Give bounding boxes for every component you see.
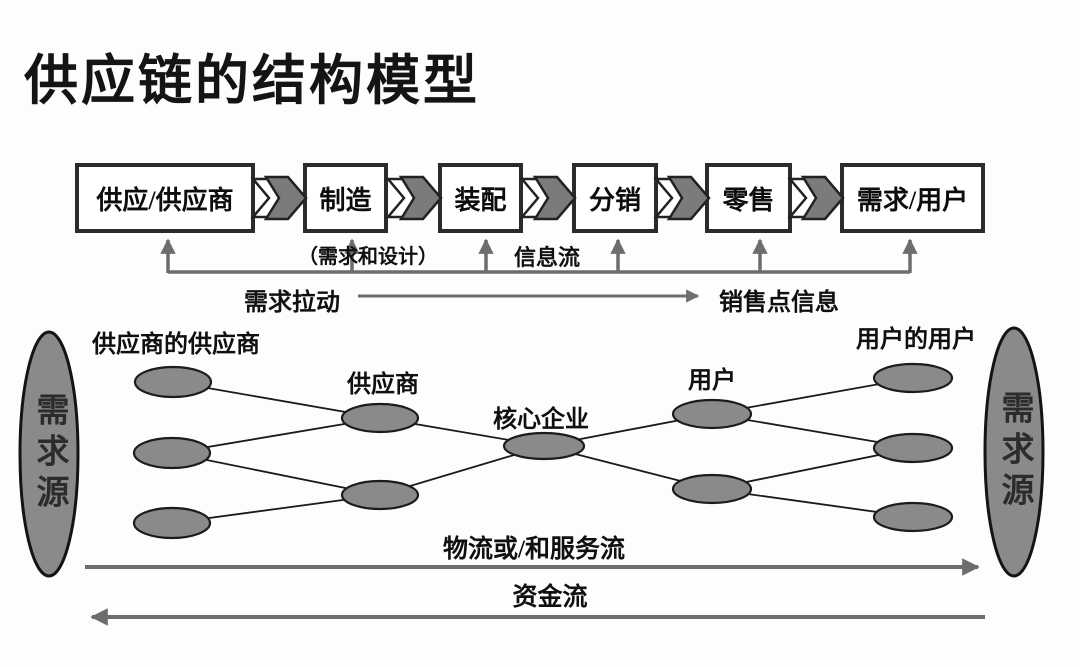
user-tier2-node-3 <box>872 501 954 533</box>
user-tier2-node-1 <box>872 362 954 394</box>
stage-box-distribution: 分销 <box>572 163 658 233</box>
user-tier2-node-2 <box>872 432 954 464</box>
capital-flow-label: 资金流 <box>512 584 588 611</box>
user-node-2 <box>671 473 753 505</box>
suppliers-suppliers-label: 供应商的供应商 <box>92 332 260 358</box>
supplier-tier2-node-3 <box>132 506 212 540</box>
demand-pull-label: 需求拉动 <box>244 290 340 316</box>
chevron-arrow-icon <box>787 175 845 221</box>
supplier-tier2-node-2 <box>132 436 212 470</box>
stage-box-supply: 供应/供应商 <box>75 163 255 233</box>
chevron-arrow-icon <box>250 175 308 221</box>
supplier-node-2 <box>340 479 420 511</box>
demand-source-left-label: 需求源 <box>31 392 67 516</box>
page-title: 供应链的结构模型 <box>24 51 480 111</box>
demand-source-right-label: 需求源 <box>996 390 1032 514</box>
stage-box-manufacturing: 制造 <box>303 163 388 233</box>
core-enterprise-label: 核心企业 <box>493 407 589 433</box>
demand-source-left-ellipse <box>18 330 80 578</box>
stage-box-demand-label: 需求/用户 <box>856 185 969 215</box>
supplier-tier2-node-1 <box>133 365 213 399</box>
stage-box-distribution-label: 分销 <box>588 185 641 215</box>
demand-source-right-ellipse <box>983 326 1045 578</box>
suppliers-label: 供应商 <box>347 372 419 398</box>
chevron-arrow-icon <box>385 175 443 221</box>
core-enterprise-node <box>502 431 586 461</box>
users-users-label: 用户的用户 <box>856 327 976 353</box>
chevron-arrow-icon <box>519 175 577 221</box>
material-flow-label: 物流或/和服务流 <box>443 536 625 563</box>
stage-box-assembly-label: 装配 <box>454 185 507 215</box>
design-note-label: （需求和设计） <box>298 246 438 268</box>
stage-box-supply-label: 供应/供应商 <box>96 185 234 215</box>
chevron-arrow-icon <box>653 175 711 221</box>
stage-box-retail-label: 零售 <box>722 185 775 215</box>
pos-info-label: 销售点信息 <box>719 290 839 316</box>
user-node-1 <box>671 398 753 430</box>
info-flow-label: 信息流 <box>513 245 581 270</box>
stage-box-manufacturing-label: 制造 <box>319 185 372 215</box>
supplier-node-1 <box>340 402 420 434</box>
users-label: 用户 <box>688 368 736 394</box>
stage-box-demand: 需求/用户 <box>840 163 985 233</box>
